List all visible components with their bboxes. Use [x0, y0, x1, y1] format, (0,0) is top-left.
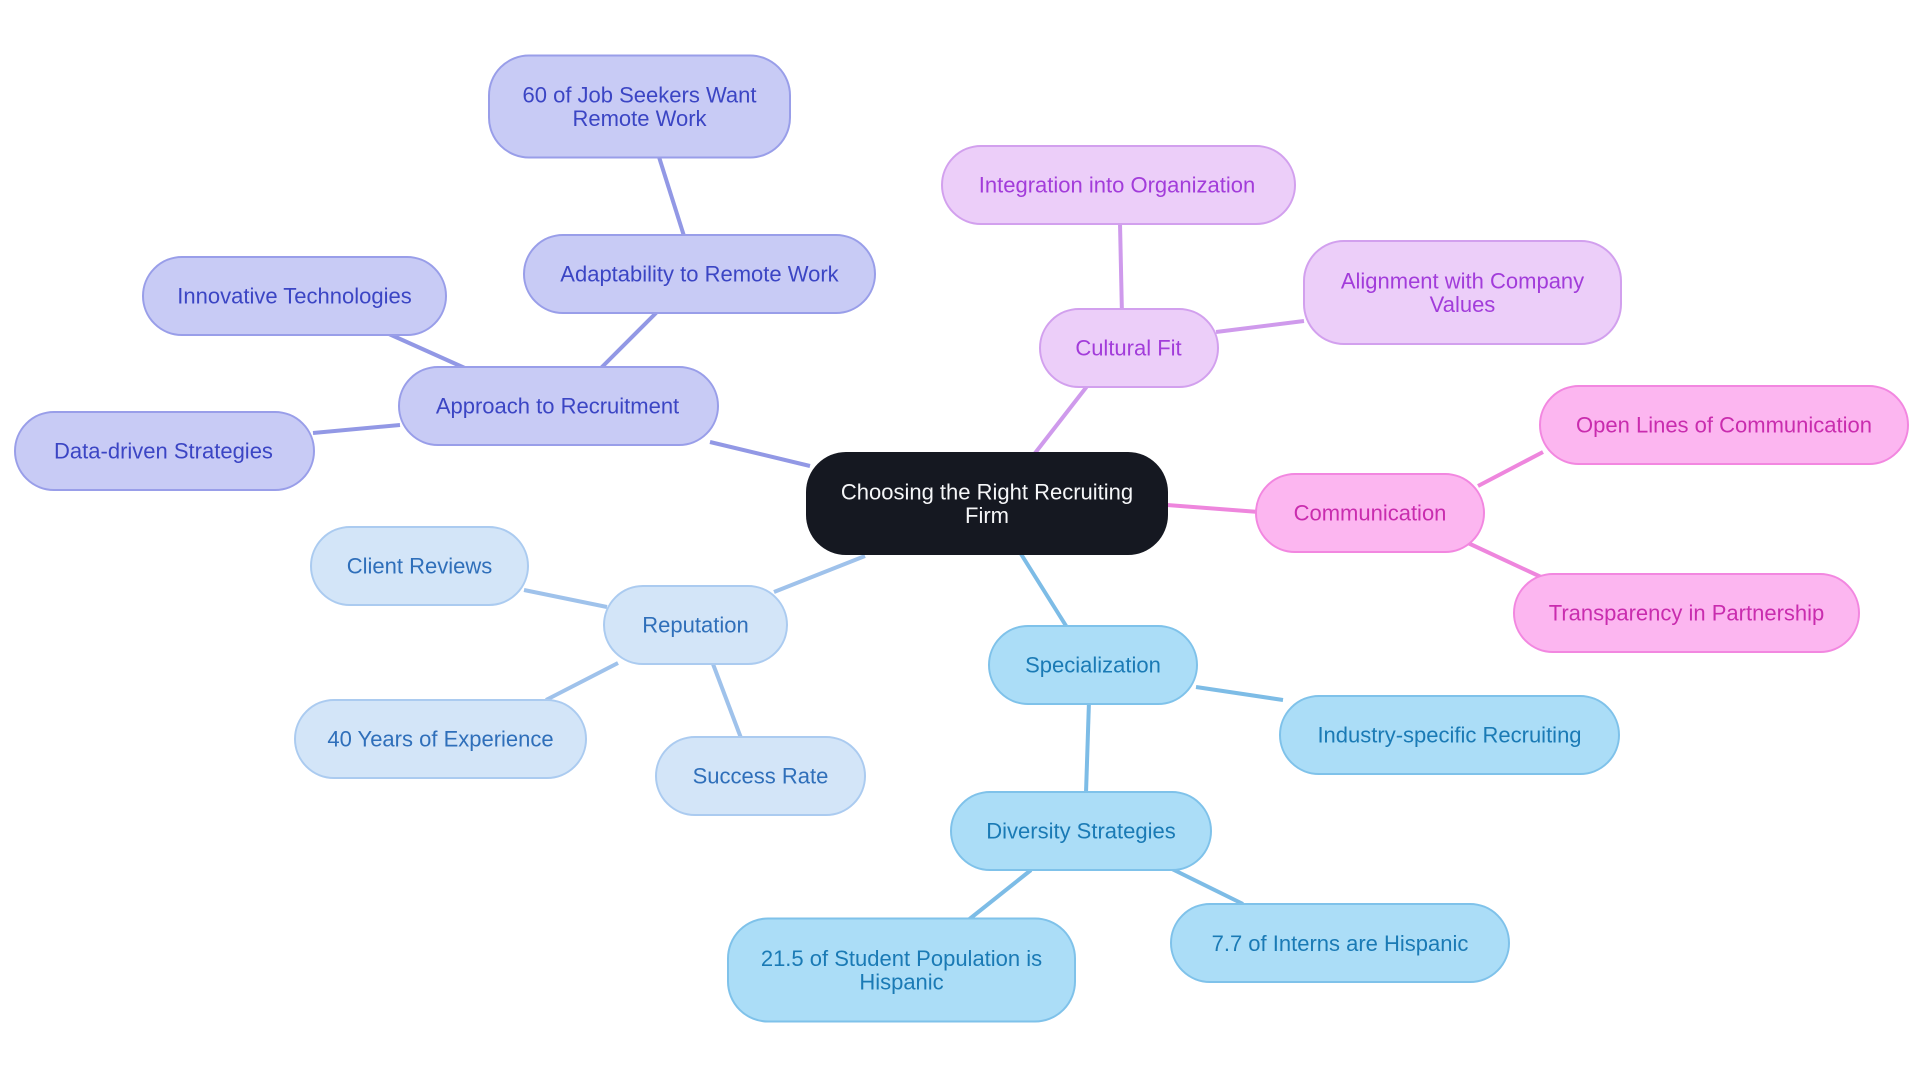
svg-text:Integration into Organization: Integration into Organization: [979, 173, 1255, 198]
svg-text:Alignment with Company: Alignment with Company: [1341, 268, 1584, 293]
svg-text:Adaptability to Remote Work: Adaptability to Remote Work: [560, 262, 839, 287]
svg-text:Client Reviews: Client Reviews: [347, 554, 493, 579]
svg-text:Cultural Fit: Cultural Fit: [1075, 336, 1181, 361]
svg-text:Firm: Firm: [965, 503, 1009, 528]
svg-text:Diversity Strategies: Diversity Strategies: [986, 819, 1176, 844]
svg-text:Values: Values: [1430, 292, 1496, 317]
svg-text:7.7 of Interns are Hispanic: 7.7 of Interns are Hispanic: [1212, 931, 1469, 956]
svg-text:60 of Job Seekers Want: 60 of Job Seekers Want: [523, 83, 757, 108]
svg-text:Communication: Communication: [1294, 501, 1447, 526]
svg-text:Transparency in Partnership: Transparency in Partnership: [1549, 601, 1825, 626]
svg-text:40 Years of Experience: 40 Years of Experience: [327, 727, 553, 752]
svg-text:Open Lines of Communication: Open Lines of Communication: [1576, 413, 1872, 438]
svg-text:21.5 of Student Population is: 21.5 of Student Population is: [761, 946, 1042, 971]
svg-text:Choosing the Right Recruiting: Choosing the Right Recruiting: [841, 480, 1133, 505]
svg-text:Success Rate: Success Rate: [693, 764, 829, 789]
svg-text:Hispanic: Hispanic: [859, 969, 943, 994]
svg-text:Data-driven Strategies: Data-driven Strategies: [54, 439, 273, 464]
svg-text:Innovative Technologies: Innovative Technologies: [177, 284, 411, 309]
svg-text:Approach to Recruitment: Approach to Recruitment: [436, 394, 679, 419]
svg-text:Specialization: Specialization: [1025, 653, 1161, 678]
svg-text:Remote Work: Remote Work: [572, 106, 707, 131]
svg-text:Reputation: Reputation: [642, 613, 748, 638]
svg-text:Industry-specific Recruiting: Industry-specific Recruiting: [1317, 723, 1581, 748]
